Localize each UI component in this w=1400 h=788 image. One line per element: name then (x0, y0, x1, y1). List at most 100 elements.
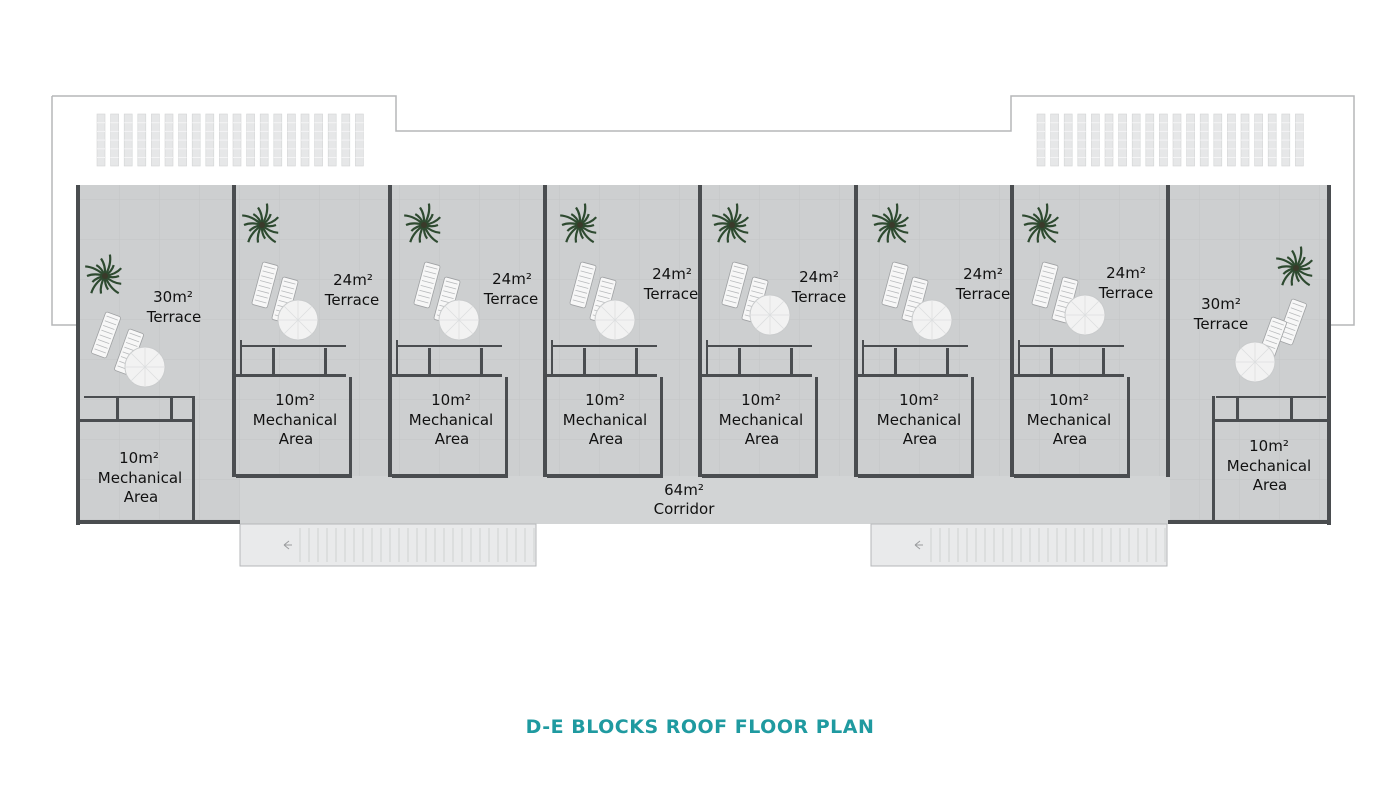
building-outline (51, 95, 1355, 326)
palm-center (102, 273, 108, 279)
palm-center (1293, 265, 1299, 271)
mech-area-6: 10m² (899, 391, 939, 409)
wall-segment (858, 374, 968, 377)
wall-segment (170, 396, 173, 419)
lounger-slat (892, 270, 905, 275)
lounger-slat (1280, 335, 1292, 341)
staircase-right (870, 523, 1168, 567)
sun-lounger (881, 261, 909, 309)
lounger-slat (279, 295, 292, 300)
umbrella-rib (769, 314, 785, 330)
terrace-area-3: 24m² (492, 270, 532, 288)
palm-center (889, 222, 895, 228)
lounger-slat (885, 294, 898, 299)
wall-segment (660, 377, 663, 477)
lounger-slat (728, 284, 741, 289)
plan-title: D-E BLOCKS ROOF FLOOR PLAN (525, 716, 875, 738)
wall-segment (815, 377, 818, 477)
wall-segment (1018, 345, 1124, 347)
unit-8: 30m² Terrace 10m² Mechanical Area (1193, 295, 1312, 494)
wall-segment (738, 348, 741, 374)
mech-label-7: Mechanical (1027, 411, 1111, 429)
terrace-area-7: 24m² (1106, 264, 1146, 282)
lounger-slat (261, 275, 273, 280)
lounger-slat (1061, 290, 1073, 295)
mech-label2-7: Area (1053, 430, 1088, 448)
sun-lounger (721, 261, 749, 309)
wall-segment (971, 377, 974, 477)
wall-segment (80, 419, 194, 422)
wall-segment (854, 185, 858, 477)
umbrella-rib (1240, 361, 1256, 377)
lounger-slat (129, 332, 141, 338)
sun-lounger (91, 311, 121, 359)
wall-segment (698, 185, 702, 477)
terrace-label-3: Terrace (483, 290, 539, 308)
lounger-slat (724, 299, 737, 304)
lounger-slat (96, 343, 108, 349)
wall-segment (76, 185, 80, 525)
lounger-slat (425, 265, 438, 270)
lounger-slat (1292, 302, 1304, 308)
lounger-slat (752, 285, 765, 290)
lounger-slat (258, 284, 271, 289)
umbrella-rib (755, 300, 771, 316)
terrace-label-1: Terrace (146, 308, 202, 326)
mech-area-5: 10m² (741, 391, 781, 409)
wall-segment (272, 348, 275, 374)
lounger-slat (733, 265, 746, 270)
umbrella-rib (769, 300, 785, 316)
wall-segment (551, 340, 553, 374)
wall-segment (946, 348, 949, 374)
wall-segment (1212, 419, 1328, 422)
solar-panels-left (96, 113, 364, 167)
lounger-slat (1058, 299, 1071, 304)
lounger-slat (908, 299, 921, 304)
umbrella-rib (931, 319, 947, 335)
lounger-slat (282, 285, 295, 290)
wall-segment (790, 348, 793, 374)
lounger-slat (423, 275, 435, 280)
lounger-slat (1063, 280, 1076, 285)
lounger-slat (444, 285, 457, 290)
wall-segment (1236, 396, 1239, 419)
unit-5: 24m² Terrace 10m² Mechanical Area (719, 268, 847, 448)
palm-center (259, 222, 265, 228)
wall-segment (240, 340, 242, 374)
terrace-label-6: Terrace (955, 285, 1011, 303)
palm-plant (712, 203, 750, 244)
wall-segment (116, 396, 119, 419)
terrace-label-4: Terrace (643, 285, 699, 303)
lounger-slat (262, 270, 275, 275)
wall-segment (505, 377, 508, 477)
wall-segment (396, 340, 398, 374)
lounger-slat (104, 320, 117, 326)
corridor-floor (240, 476, 1170, 524)
wall-segment (858, 474, 974, 478)
palm-plant (560, 203, 598, 244)
mech-label-5: Mechanical (719, 411, 803, 429)
palm-plant (872, 203, 910, 244)
wall-segment (543, 185, 547, 477)
terrace-area-5: 24m² (799, 268, 839, 286)
umbrella-rib (458, 305, 474, 321)
lounger-slat (125, 342, 138, 347)
lounger-slat (1267, 334, 1279, 340)
palm-center (577, 222, 583, 228)
palm-plant (404, 203, 442, 244)
wall-segment (547, 474, 663, 478)
lounger-slat (101, 329, 113, 335)
umbrella-rib (917, 319, 933, 335)
lounger-slat (751, 290, 763, 295)
lounger-slat (725, 294, 738, 299)
lounger-slat (1265, 339, 1278, 345)
mech-area-4: 10m² (585, 391, 625, 409)
terrace-furniture (85, 203, 1314, 388)
lounger-slat (888, 284, 901, 289)
lounger-slat (1285, 321, 1298, 327)
mech-label-1: Mechanical (98, 469, 182, 487)
palm-plant (1022, 203, 1060, 244)
lounger-slat (281, 290, 293, 295)
wall-segment (1050, 348, 1053, 374)
umbrella-rib (1070, 314, 1086, 330)
